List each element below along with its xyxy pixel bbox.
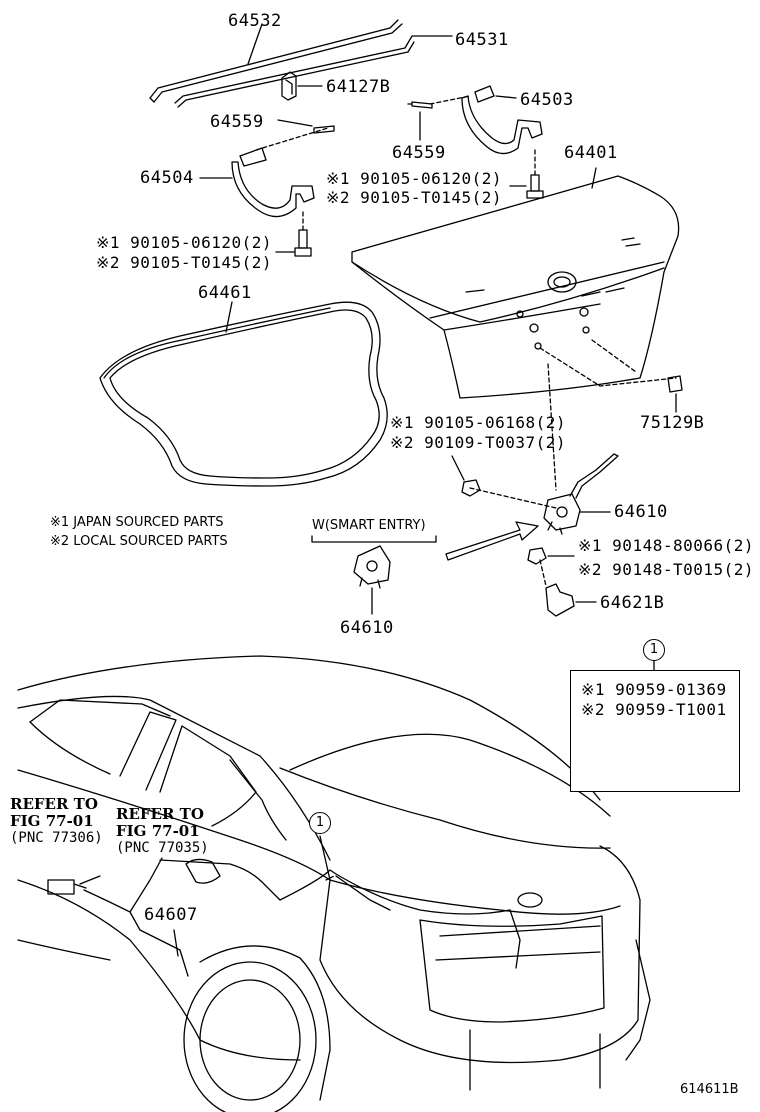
refer-right-pnc: (PNC 77035): [116, 840, 209, 856]
bracket-smart-entry: [311, 535, 437, 543]
torsion-bar-64531: [174, 35, 446, 108]
leader-ref-left: [79, 875, 101, 885]
note-japan-sourced: ※1 JAPAN SOURCED PARTS: [50, 515, 224, 530]
lock-64610-main: [543, 453, 619, 535]
leader-64532: [247, 23, 263, 65]
leader-bolt-lock: [451, 455, 465, 481]
dash-hinge-left-pin: [255, 127, 329, 151]
bolt-lock-local: ※2 90109-T0037(2): [390, 433, 567, 452]
bolt-striker: [527, 547, 547, 565]
leader-64401: [591, 167, 597, 189]
label-75129b: 75129B: [640, 413, 705, 433]
inset-marker: 1: [643, 639, 665, 661]
label-64127b: 64127B: [326, 77, 391, 97]
refer-to-right: REFER TO FIG 77-01 (PNC 77035): [116, 806, 209, 857]
pin-64559-left: [313, 125, 335, 134]
label-64559-left: 64559: [210, 112, 264, 132]
label-64504: 64504: [140, 168, 194, 188]
bolt-lock: [461, 479, 481, 497]
bolt-left: [294, 229, 312, 257]
dash-car-marker: [325, 875, 335, 881]
hinge-64503: [461, 85, 543, 155]
refer-right-line1: REFER TO: [116, 805, 204, 823]
wiring-harness-64607: [47, 857, 521, 977]
label-64607: 64607: [144, 905, 198, 925]
bolt-lock-japan: ※1 90105-06168(2): [390, 413, 567, 432]
car-body: [17, 655, 651, 1112]
note-local-sourced: ※2 LOCAL SOURCED PARTS: [50, 534, 228, 549]
leader-64503: [495, 95, 517, 99]
refer-left-line1: REFER TO: [10, 795, 98, 813]
label-64532: 64532: [228, 11, 282, 31]
weatherstrip-64461: [99, 301, 388, 487]
bolt-right: [526, 174, 544, 199]
bumper-75129b: [667, 375, 683, 393]
label-64401: 64401: [564, 143, 618, 163]
inset-box: ※1 90959-01369 ※2 90959-T1001: [570, 670, 740, 792]
bolt-right-local: ※2 90105-T0145(2): [326, 188, 503, 207]
figure-number: 614611B: [680, 1082, 739, 1097]
bracket-64127b: [281, 71, 297, 101]
leader-64607: [173, 929, 179, 957]
leader-64559-left: [277, 119, 313, 127]
pin-64559-right: [407, 101, 433, 109]
leader-car-marker: [319, 835, 331, 881]
dash-hinge-right-pin: [429, 95, 471, 105]
label-64503: 64503: [520, 90, 574, 110]
bolt-left-japan: ※1 90105-06120(2): [96, 233, 273, 252]
bolt-left-local: ※2 90105-T0145(2): [96, 253, 273, 272]
label-64610-main: 64610: [614, 502, 668, 522]
label-64621b: 64621B: [600, 593, 665, 613]
dash-striker: [539, 559, 547, 587]
label-64559-right: 64559: [392, 143, 446, 163]
refer-right-line2: FIG 77-01: [116, 822, 200, 840]
trunk-lid-64401: [351, 175, 680, 399]
bolt-striker-japan: ※1 90148-80066(2): [578, 536, 755, 555]
dash-lock-up: [547, 363, 557, 491]
label-64531: 64531: [455, 30, 509, 50]
dash-lock-bolt: [469, 487, 557, 509]
lock-64610-smart: [353, 545, 391, 589]
arrow-smart-entry: [445, 521, 539, 561]
car-marker: 1: [309, 812, 331, 834]
bolt-right-japan: ※1 90105-06120(2): [326, 169, 503, 188]
refer-to-left: REFER TO FIG 77-01 (PNC 77306): [10, 796, 103, 847]
hinge-64504: [231, 147, 315, 218]
inset-part-local: ※2 90959-T1001: [581, 700, 727, 719]
leader-64461: [225, 301, 233, 333]
label-64610-smart: 64610: [340, 618, 394, 638]
note-smart-entry: W(SMART ENTRY): [312, 518, 426, 533]
dash-bumper-2: [591, 339, 637, 373]
refer-left-pnc: (PNC 77306): [10, 830, 103, 846]
dash-bumper: [539, 347, 677, 387]
torsion-bar-64532: [149, 19, 403, 103]
label-64461: 64461: [198, 283, 252, 303]
refer-left-line2: FIG 77-01: [10, 812, 94, 830]
inset-part-japan: ※1 90959-01369: [581, 680, 727, 699]
bolt-striker-local: ※2 90148-T0015(2): [578, 560, 755, 579]
striker-64621b: [545, 583, 575, 617]
